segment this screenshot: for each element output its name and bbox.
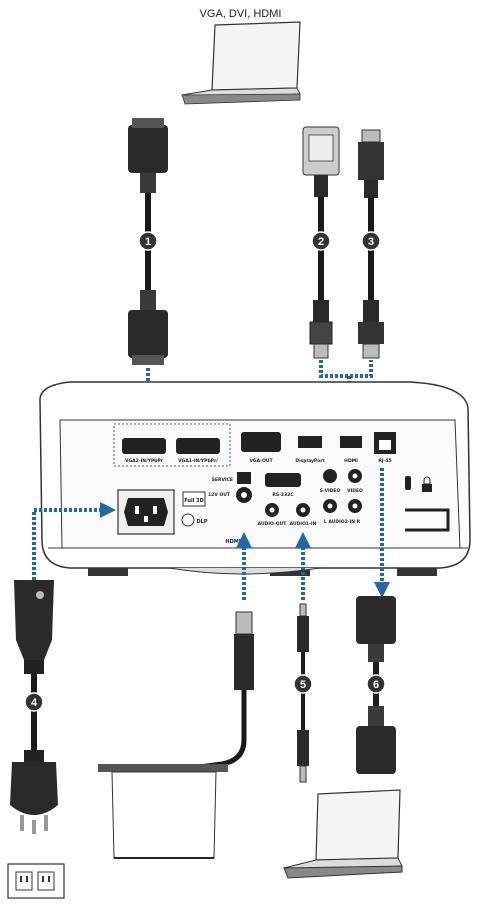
foot-left <box>88 568 128 576</box>
cable-1-vga: 1 <box>128 118 168 365</box>
full3d-label: Full 3D <box>184 498 204 504</box>
full3d-logo: Full 3D <box>183 492 205 506</box>
service-label: SERVICE <box>212 477 233 483</box>
s-video-label: S-VIDEO <box>320 488 341 494</box>
rj45-label: RJ-45 <box>378 458 391 464</box>
screen-trigger-cable <box>160 540 254 772</box>
rs232c-label: RS-232C <box>272 492 294 498</box>
hdmi-logo: HDMI <box>225 539 240 545</box>
video-label: VIDEO <box>347 488 363 494</box>
audio-out-label: AUDIO-OUT <box>258 521 288 527</box>
wall-outlet-icon <box>8 864 64 898</box>
projection-screen-icon <box>98 764 228 858</box>
port-vga2-in[interactable]: VGA2-IN/YPbPr <box>122 438 166 464</box>
callout-5-label: 5 <box>300 679 306 691</box>
callout-4-label: 4 <box>31 697 38 709</box>
power-inlet[interactable] <box>118 490 174 534</box>
foot-right <box>397 568 437 576</box>
vga-out-label: VGA-OUT <box>249 458 273 464</box>
vga1-in-label: VGA1-IN/YPbPr/ <box>178 458 218 464</box>
dlp-label: DLP <box>196 519 207 525</box>
displayport-label: DisplayPort <box>295 458 325 464</box>
callout-6-label: 6 <box>373 679 379 691</box>
port-vga1-in[interactable]: VGA1-IN/YPbPr/ <box>176 438 220 464</box>
12v-out-label: 12V OUT <box>208 492 231 498</box>
hdmi-label: HDMI <box>344 458 358 464</box>
cable-3-hdmi: 3 <box>358 130 384 358</box>
bottom-laptop-icon <box>284 790 402 878</box>
vga2-in-label: VGA2-IN/YPbPr <box>125 458 164 464</box>
callout-3-label: 3 <box>368 236 374 248</box>
cable-4-power: 4 <box>10 580 58 834</box>
cable-2-displayport: 2 <box>303 127 339 358</box>
audio1-in-label: AUDIO1-IN <box>290 521 317 527</box>
callout-1-label: 1 <box>145 236 151 248</box>
callout-2-label: 2 <box>318 236 324 248</box>
cable-5-audio: 5 <box>294 540 312 782</box>
top-laptop-icon <box>182 22 300 104</box>
audio2-in-label: L AUDIO2-IN R <box>324 519 361 525</box>
